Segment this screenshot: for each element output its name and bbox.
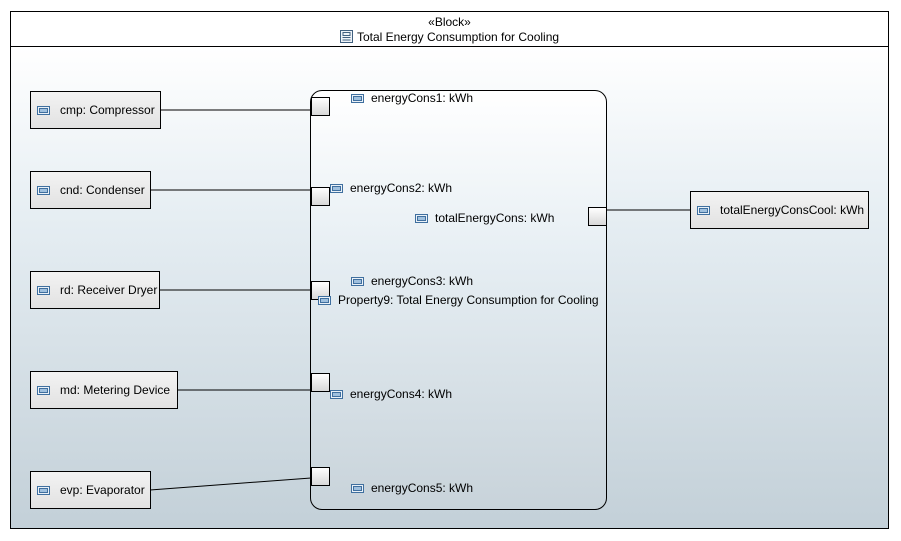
part-label: evp: Evaporator	[60, 483, 145, 497]
part-compressor[interactable]: cmp: Compressor	[30, 91, 161, 129]
port-label-totalenergycons: totalEnergyCons: kWh	[415, 211, 554, 225]
port-label-energycons4: energyCons4: kWh	[330, 387, 452, 401]
part-label: cnd: Condenser	[60, 183, 145, 197]
port-icon	[330, 183, 343, 193]
port-icon	[351, 93, 364, 103]
port-label-energycons3: energyCons3: kWh	[351, 274, 473, 288]
part-icon	[697, 205, 710, 215]
part-icon	[37, 185, 50, 195]
port-label-text: energyCons5: kWh	[371, 481, 474, 495]
part-total-energy-cons-cool[interactable]: totalEnergyConsCool: kWh	[690, 191, 869, 229]
block-title-row: Total Energy Consumption for Cooling	[11, 30, 888, 46]
block-stereotype: «Block»	[428, 15, 471, 29]
part-icon	[37, 105, 50, 115]
port-label-energycons5: energyCons5: kWh	[351, 481, 473, 495]
part-metering-device[interactable]: md: Metering Device	[30, 371, 178, 409]
part-icon	[37, 385, 50, 395]
port-label-text: energyCons3: kWh	[371, 274, 474, 288]
port-label-text: totalEnergyCons: kWh	[435, 211, 555, 225]
part-label: cmp: Compressor	[60, 103, 155, 117]
block-icon	[339, 30, 353, 46]
port-energycons5[interactable]	[311, 467, 330, 486]
port-label-energycons1: energyCons1: kWh	[351, 91, 473, 105]
port-icon	[351, 483, 364, 493]
block-header: «Block» Total Energy Consumption for Coo…	[11, 12, 888, 47]
port-label-text: energyCons4: kWh	[350, 387, 453, 401]
part-evaporator[interactable]: evp: Evaporator	[30, 471, 151, 509]
port-label-text: energyCons2: kWh	[350, 181, 453, 195]
port-icon	[415, 213, 428, 223]
port-energycons4[interactable]	[311, 373, 330, 392]
part-icon	[37, 285, 50, 295]
part-label: totalEnergyConsCool: kWh	[720, 203, 865, 217]
part-condenser[interactable]: cnd: Condenser	[30, 171, 151, 209]
property-name-label: Property9: Total Energy Consumption for …	[318, 293, 599, 307]
part-icon	[37, 485, 50, 495]
part-label: md: Metering Device	[60, 383, 171, 397]
port-label-text: energyCons1: kWh	[371, 91, 474, 105]
part-receiver-dryer[interactable]: rd: Receiver Dryer	[30, 271, 160, 309]
port-totalenergycons[interactable]	[588, 207, 607, 226]
port-icon	[330, 389, 343, 399]
port-icon	[351, 276, 364, 286]
port-icon	[318, 295, 331, 305]
part-label: rd: Receiver Dryer	[60, 283, 158, 297]
block-title: Total Energy Consumption for Cooling	[356, 30, 560, 44]
port-energycons1[interactable]	[311, 97, 330, 116]
property-block[interactable]	[310, 90, 607, 510]
port-energycons2[interactable]	[311, 187, 330, 206]
port-label-energycons2: energyCons2: kWh	[330, 181, 452, 195]
property-name-text: Property9: Total Energy Consumption for …	[338, 293, 599, 307]
